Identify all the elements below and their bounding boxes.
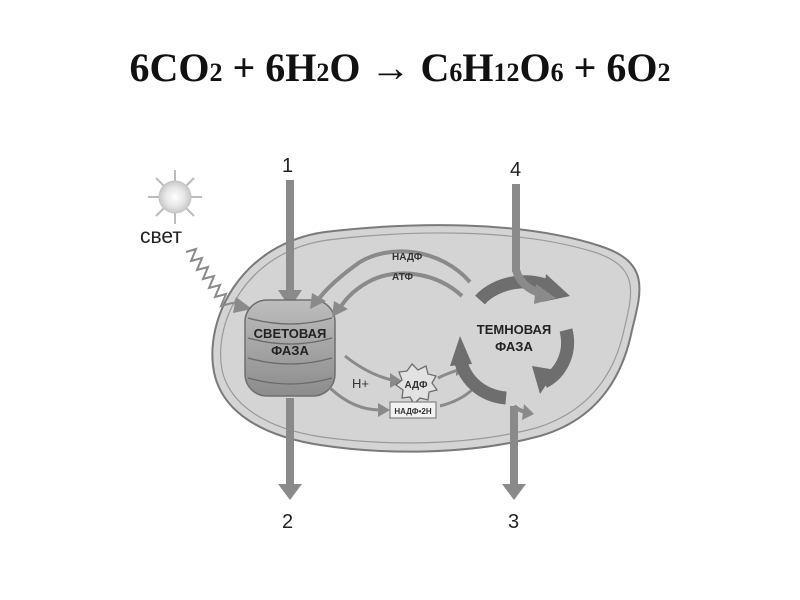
dark-phase-label-line1: ТЕМНОВАЯ [477,322,551,337]
atp-label: АТФ [392,272,413,283]
light-phase-label-line2: ФАЗА [271,343,309,358]
arrow-2-label: 2 [282,511,293,533]
sun-label: свет [140,225,182,248]
arrow-3-label: 3 [508,511,519,533]
arrow-1-label: 1 [282,155,293,177]
nadph-label: НАДФ•2Н [394,407,432,416]
sun-icon [148,170,202,224]
light-phase-label-line1: СВЕТОВАЯ [254,326,327,341]
h-plus-label: H+ [352,376,369,391]
arrow-4-label: 4 [510,159,521,181]
adp-label: АДФ [404,380,428,391]
dark-phase-label-line2: ФАЗА [495,339,533,354]
nadp-label: НАДФ [392,252,423,263]
